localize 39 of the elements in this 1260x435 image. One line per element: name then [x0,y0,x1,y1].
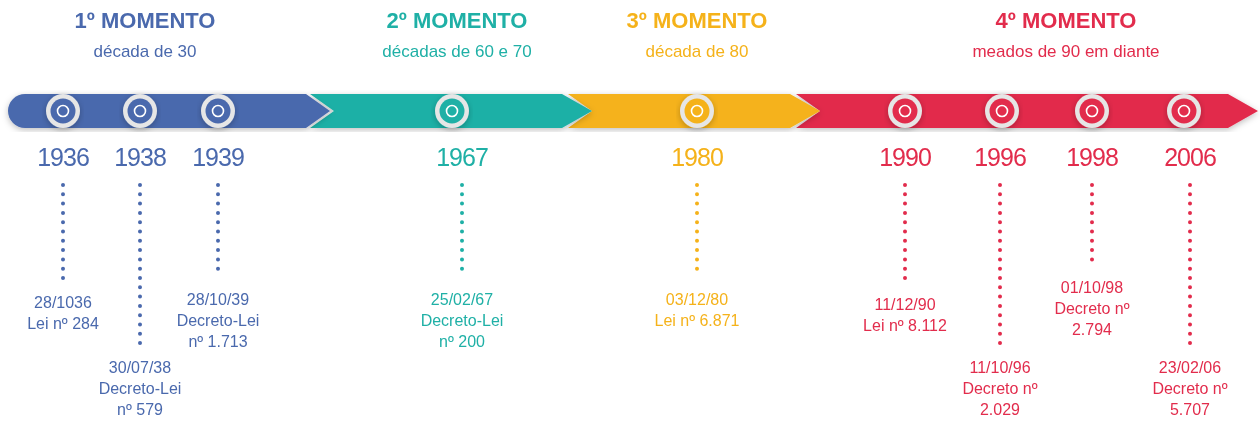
date-text: 01/10/98 [1059,278,1125,298]
period-subtitle: meados de 90 em diante [972,42,1160,62]
year-label: 1967 [422,141,502,173]
date-text: 28/1036 [33,293,93,313]
year-label: 1996 [960,141,1040,173]
date-text: 03/12/80 [664,290,730,310]
period-heading: 4º MOMENTO [995,8,1137,34]
period-subtitle: décadas de 60 e 70 [382,42,532,62]
dotted-connector [61,183,65,282]
year-label: 1936 [23,141,103,173]
period-heading: 3º MOMENTO [626,8,768,34]
dotted-connector [138,183,142,347]
date-text: 25/02/67 [429,290,495,310]
law-text: Lei nº 6.871 [653,311,741,331]
year-label: 1980 [657,141,737,173]
year-label: 1998 [1052,141,1132,173]
law-text: Lei nº 8.112 [862,316,948,336]
law-text: Decreto-Lei nº 200 [419,311,505,352]
period-heading: 1º MOMENTO [74,8,216,34]
period-subtitle: década de 80 [645,42,749,62]
law-text: Decreto nº 5.707 [1151,379,1229,420]
law-text: Decreto-Lei nº 579 [97,379,183,420]
year-label: 1938 [100,141,180,173]
date-text: 28/10/39 [185,290,251,310]
year-label: 2006 [1150,141,1230,173]
date-text: 23/02/06 [1157,358,1223,378]
date-text: 30/07/38 [107,358,173,378]
period-subtitle: década de 30 [93,42,197,62]
year-label: 1990 [865,141,945,173]
law-text: Decreto nº 2.794 [1053,299,1131,340]
law-text: Decreto nº 2.029 [961,379,1039,420]
dotted-connector [998,183,1002,347]
date-text: 11/10/96 [968,358,1032,378]
date-text: 11/12/90 [873,295,937,315]
law-text: Decreto-Lei nº 1.713 [175,311,261,352]
period-heading: 2º MOMENTO [386,8,528,34]
dotted-connector [1188,183,1192,347]
law-text: Lei nº 284 [26,314,100,334]
year-label: 1939 [178,141,258,173]
